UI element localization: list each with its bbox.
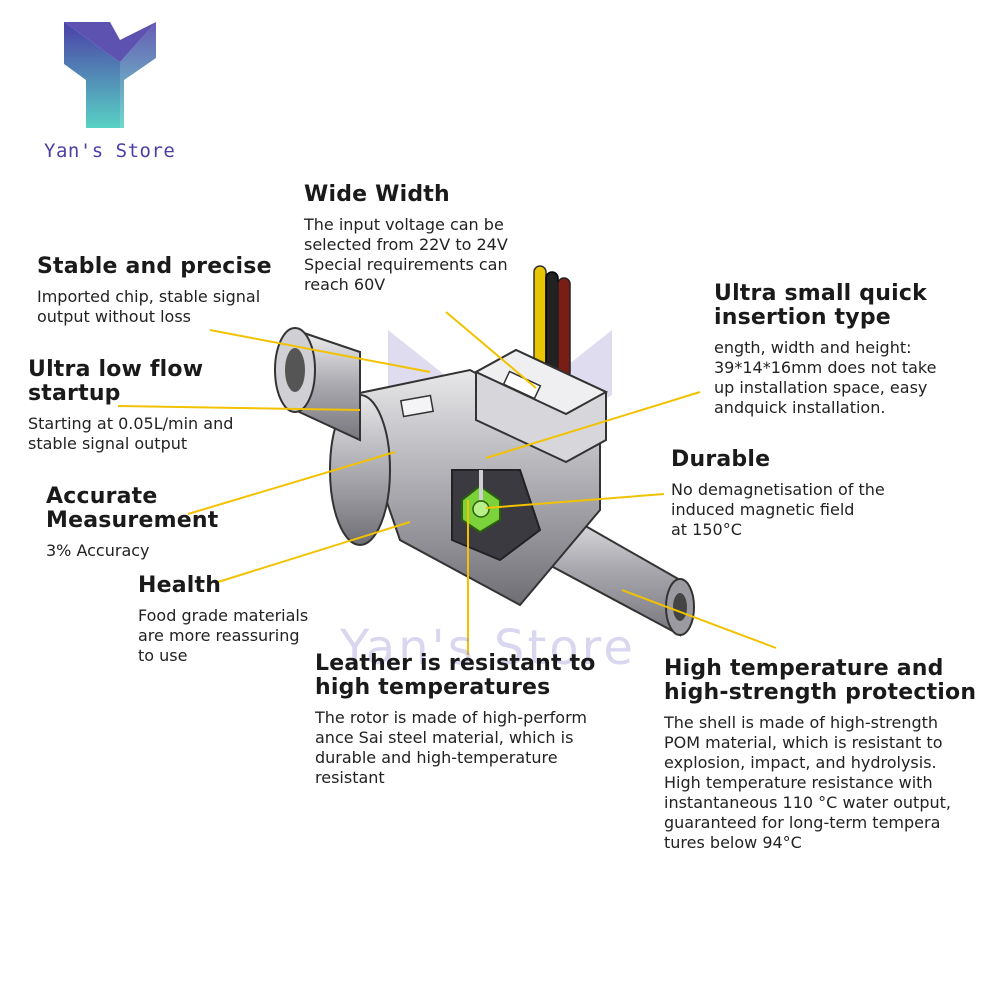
feature-text: No demagnetisation of the induced magnet… [671, 480, 885, 539]
feature-ultra-small: Ultra small quick insertion type ength, … [714, 282, 936, 418]
leader-wide-width [445, 311, 537, 389]
feature-stable-precise: Stable and precise Imported chip, stable… [37, 255, 272, 327]
feature-ultra-low-flow: Ultra low flow startup Starting at 0.05L… [28, 358, 233, 454]
feature-title: High temperature and high-strength prote… [664, 656, 977, 705]
feature-text: Imported chip, stable signal output with… [37, 287, 261, 326]
feature-title: Ultra low flow startup [28, 357, 204, 406]
feature-text: 3% Accuracy [46, 541, 150, 560]
leader-ultra-low-flow [117, 405, 361, 411]
feature-accurate-measurement: Accurate Measurement 3% Accuracy [46, 485, 218, 561]
feature-health: Health Food grade materials are more rea… [138, 574, 308, 666]
feature-text: ength, width and height: 39*14*16mm does… [714, 338, 937, 417]
feature-text: Starting at 0.05L/min and stable signal … [28, 414, 234, 453]
rotor-icon [461, 470, 501, 534]
feature-text: The input voltage can be selected from 2… [304, 215, 508, 294]
leader-ultra-small [485, 391, 701, 459]
leader-stable-precise [209, 329, 431, 373]
feature-title: Wide Width [304, 182, 450, 207]
feature-text: The rotor is made of high-perform ance S… [315, 708, 587, 787]
feature-text: The shell is made of high-strength POM m… [664, 713, 951, 852]
feature-title: Leather is resistant to high temperature… [315, 651, 596, 700]
feature-wide-width: Wide Width The input voltage can be sele… [304, 183, 508, 295]
leader-accurate [187, 451, 396, 515]
watermark-text: Yan's Store [340, 620, 636, 676]
leader-lines [117, 311, 777, 655]
feature-title: Ultra small quick insertion type [714, 281, 927, 330]
feature-title: Health [138, 573, 222, 598]
feature-durable: Durable No demagnetisation of the induce… [671, 448, 885, 540]
feature-title: Durable [671, 447, 771, 472]
leader-health [217, 521, 411, 583]
leader-high-temp [621, 589, 777, 649]
feature-leather: Leather is resistant to high temperature… [315, 652, 596, 788]
feature-title: Accurate Measurement [46, 484, 219, 533]
feature-text: Food grade materials are more reassuring… [138, 606, 309, 665]
feature-title: Stable and precise [37, 254, 272, 279]
feature-high-temp: High temperature and high-strength prote… [664, 657, 976, 853]
leader-durable [485, 493, 665, 509]
brand-logo-icon [64, 22, 156, 128]
brand-name: Yan's Store [44, 140, 176, 162]
inlet-pipe-icon [274, 327, 361, 442]
